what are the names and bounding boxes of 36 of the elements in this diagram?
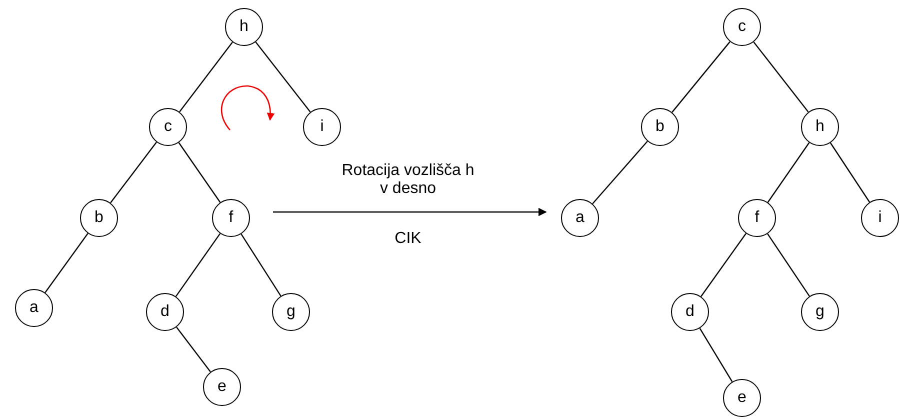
tree-node: i <box>861 199 899 237</box>
tree-node: d <box>671 293 709 331</box>
tree-edge <box>240 234 282 296</box>
tree-edge <box>767 233 810 297</box>
tree-node: g <box>272 293 310 331</box>
tree-edge <box>700 233 746 297</box>
tree-node: d <box>146 293 184 331</box>
tree-node: b <box>641 108 679 146</box>
tree-node: e <box>203 368 241 406</box>
tree-node: g <box>801 293 839 331</box>
tree-edge <box>592 140 648 204</box>
tree-edge <box>44 233 88 293</box>
arrow-caption: CIK <box>394 230 422 248</box>
tree-edge <box>699 328 733 382</box>
tree-node: a <box>15 289 53 327</box>
tree-node: h <box>801 108 839 146</box>
tree-edge <box>110 142 157 204</box>
tree-node: e <box>723 379 761 417</box>
tree-node: c <box>149 108 187 146</box>
tree-edge <box>175 233 221 297</box>
tree-node: b <box>80 199 118 237</box>
tree-edge <box>767 142 810 203</box>
tree-edge <box>830 142 870 202</box>
tree-node: f <box>212 199 250 237</box>
tree-edge <box>672 41 730 113</box>
tree-node: h <box>225 8 263 46</box>
tree-node: i <box>303 108 341 146</box>
tree-edge <box>176 326 211 372</box>
tree-edge <box>753 42 809 112</box>
tree-node: a <box>561 199 599 237</box>
tree-edge <box>179 42 233 112</box>
tree-node: c <box>723 8 761 46</box>
tree-edge <box>255 42 311 112</box>
arrow-caption: Rotacija vozlišča h v desno <box>340 162 476 198</box>
tree-edge <box>178 142 221 203</box>
tree-node: f <box>738 199 776 237</box>
